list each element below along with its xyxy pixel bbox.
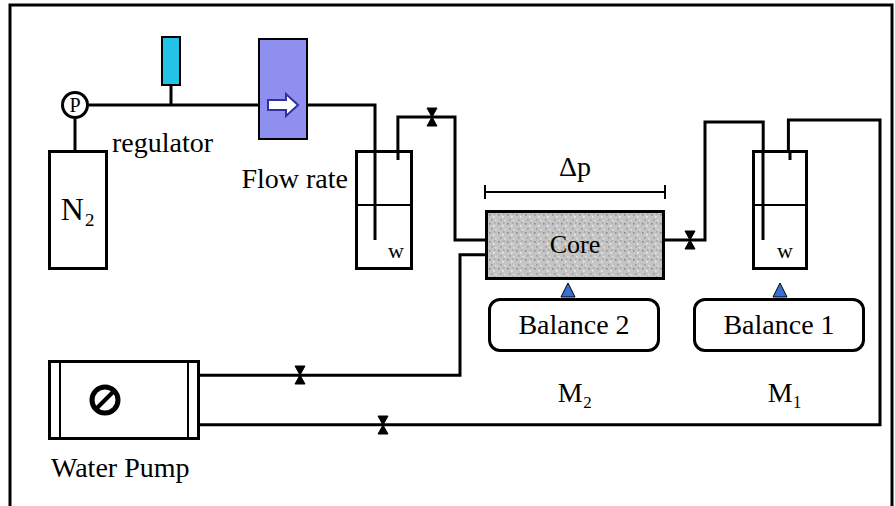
nitrogen-cylinder: N₂ bbox=[48, 150, 108, 270]
pipe-connector bbox=[308, 105, 375, 150]
mass-label: M₂ bbox=[558, 378, 593, 409]
node-text: P bbox=[69, 94, 80, 116]
flow-arrow bbox=[260, 40, 306, 138]
dimension-label: Δp bbox=[559, 152, 591, 183]
balance-pivots bbox=[561, 283, 787, 297]
regulator-symbol bbox=[162, 37, 180, 85]
node-text: Balance 2 bbox=[518, 310, 629, 341]
node-text: Core bbox=[550, 231, 601, 260]
pressure-gauge: P bbox=[61, 91, 89, 119]
node-text: Flow rate bbox=[241, 164, 348, 195]
pipe-connector bbox=[74, 119, 77, 150]
pipe-connector bbox=[89, 104, 258, 107]
pump-symbol bbox=[51, 363, 197, 437]
balance: Balance 2 bbox=[488, 298, 660, 352]
valve-symbol bbox=[295, 366, 305, 384]
pipe-connector bbox=[665, 122, 763, 240]
node-text: N₂ bbox=[61, 192, 95, 227]
water-container: w bbox=[355, 150, 413, 270]
balance: Balance 1 bbox=[693, 298, 865, 352]
mass-label: M₁ bbox=[768, 378, 803, 409]
node-text: w bbox=[777, 239, 793, 263]
node-text: Balance 1 bbox=[723, 310, 834, 341]
node-text: w bbox=[388, 239, 404, 263]
valve-symbol bbox=[685, 231, 695, 249]
flow-meter: Flow rate bbox=[258, 38, 308, 140]
pipe-connector bbox=[200, 255, 485, 375]
core-holder: Core bbox=[485, 210, 665, 280]
valve-symbol bbox=[378, 416, 388, 434]
dp-bracket bbox=[485, 185, 665, 199]
frame bbox=[10, 5, 892, 506]
regulator-stem bbox=[170, 85, 173, 105]
water-pump: Water Pump bbox=[48, 360, 200, 440]
part-label: regulator bbox=[112, 128, 213, 159]
node-text: Water Pump bbox=[51, 453, 190, 484]
valve-symbol bbox=[427, 108, 437, 126]
pipe-connector bbox=[200, 120, 880, 425]
water-container: w bbox=[752, 150, 808, 270]
